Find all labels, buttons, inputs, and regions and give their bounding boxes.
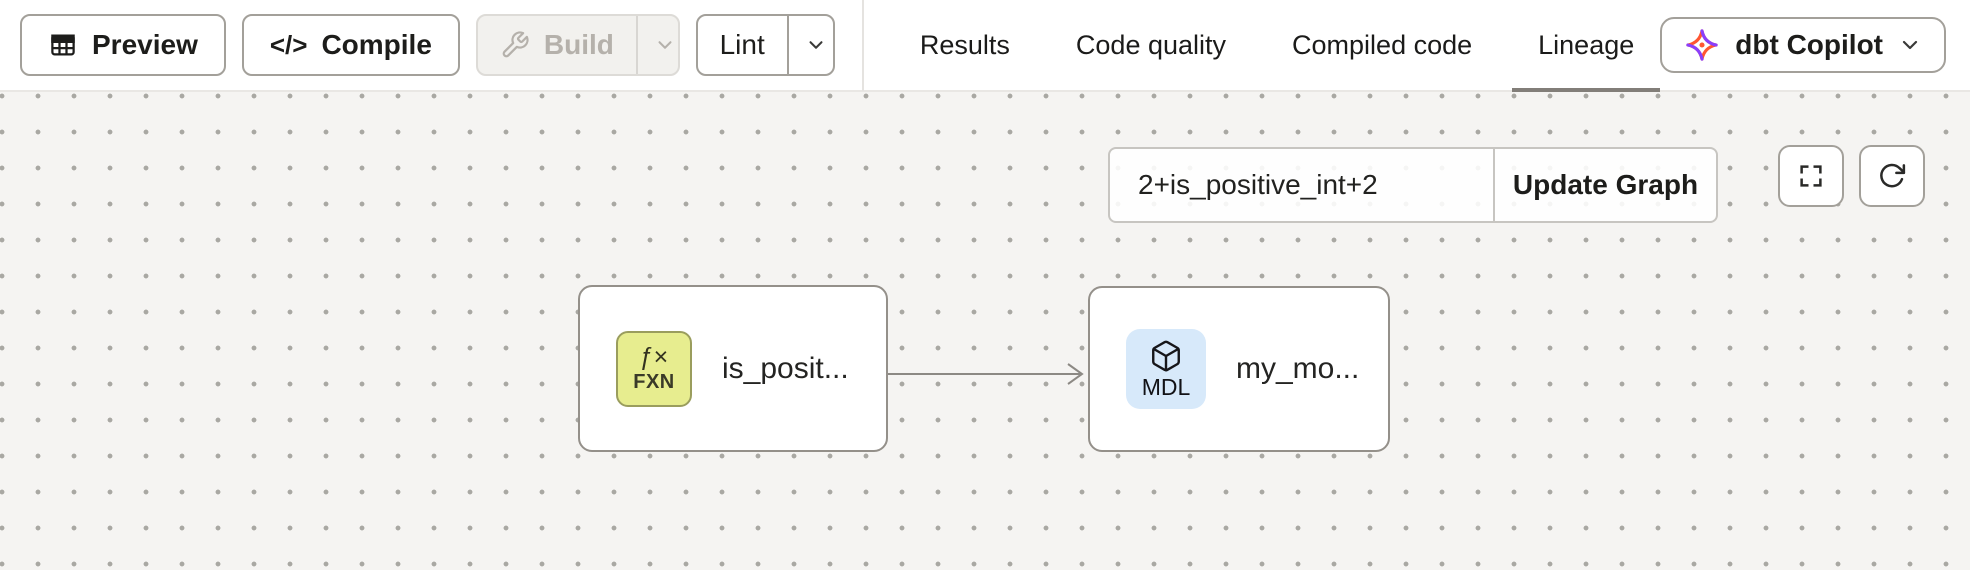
code-icon: </> xyxy=(269,29,308,60)
refresh-graph-button[interactable] xyxy=(1859,145,1925,207)
fullscreen-button[interactable] xyxy=(1778,145,1844,207)
build-button[interactable]: Build xyxy=(478,16,636,74)
chevron-down-icon xyxy=(658,41,672,49)
tab-compiled-code[interactable]: Compiled code xyxy=(1266,0,1498,91)
node-type-label: FXN xyxy=(633,370,675,393)
dbt-copilot-icon xyxy=(1686,29,1718,61)
fullscreen-icon xyxy=(1800,165,1822,187)
table-icon xyxy=(51,34,75,56)
tab-label: Compiled code xyxy=(1292,29,1473,60)
copilot-label: dbt Copilot xyxy=(1735,29,1883,60)
chevron-down-icon xyxy=(809,41,823,49)
compile-label: Compile xyxy=(321,29,432,60)
tab-label: Results xyxy=(919,29,1010,60)
model-type-badge: MDL xyxy=(1126,329,1206,409)
build-split-button: Build xyxy=(475,14,680,76)
build-label: Build xyxy=(543,29,614,60)
node-name: my_mo... xyxy=(1236,352,1360,385)
lineage-selector-input[interactable] xyxy=(1110,149,1493,221)
lint-split-button: Lint xyxy=(695,14,836,76)
lint-label: Lint xyxy=(719,29,765,60)
lineage-selector-group: Update Graph xyxy=(1108,147,1718,223)
lineage-edge xyxy=(888,363,1084,385)
tab-results[interactable]: Results xyxy=(894,0,1036,91)
node-type-label: MDL xyxy=(1141,373,1191,400)
build-options-dropdown[interactable] xyxy=(635,16,678,74)
result-tabs: Results Code quality Compiled code Linea… xyxy=(894,0,1661,93)
update-graph-button[interactable]: Update Graph xyxy=(1493,149,1716,221)
tab-label: Lineage xyxy=(1538,29,1635,60)
fx-icon: ƒ× xyxy=(639,342,669,371)
tab-label: Code quality xyxy=(1075,29,1227,60)
lineage-canvas[interactable]: Update Graph ƒ× FXN is_posit... xyxy=(0,92,1970,570)
tab-code-quality[interactable]: Code quality xyxy=(1050,0,1252,91)
cube-icon xyxy=(1152,340,1180,371)
preview-label: Preview xyxy=(92,29,198,60)
node-name: is_posit... xyxy=(722,351,849,385)
lint-options-dropdown[interactable] xyxy=(786,16,833,74)
lineage-node-model[interactable]: MDL my_mo... xyxy=(1088,286,1390,452)
function-type-badge: ƒ× FXN xyxy=(616,330,692,407)
wrench-icon xyxy=(502,31,529,58)
dbt-copilot-button[interactable]: dbt Copilot xyxy=(1660,17,1946,73)
chevron-down-icon xyxy=(1902,40,1918,50)
toolbar-divider xyxy=(862,0,864,91)
refresh-icon xyxy=(1880,163,1906,188)
lint-button[interactable]: Lint xyxy=(698,16,787,74)
lineage-node-function[interactable]: ƒ× FXN is_posit... xyxy=(578,285,888,452)
toolbar: Preview </> Compile Build Lint xyxy=(0,0,1970,93)
tab-lineage[interactable]: Lineage xyxy=(1512,0,1661,93)
compile-button[interactable]: </> Compile xyxy=(241,14,460,76)
preview-button[interactable]: Preview xyxy=(20,14,226,76)
